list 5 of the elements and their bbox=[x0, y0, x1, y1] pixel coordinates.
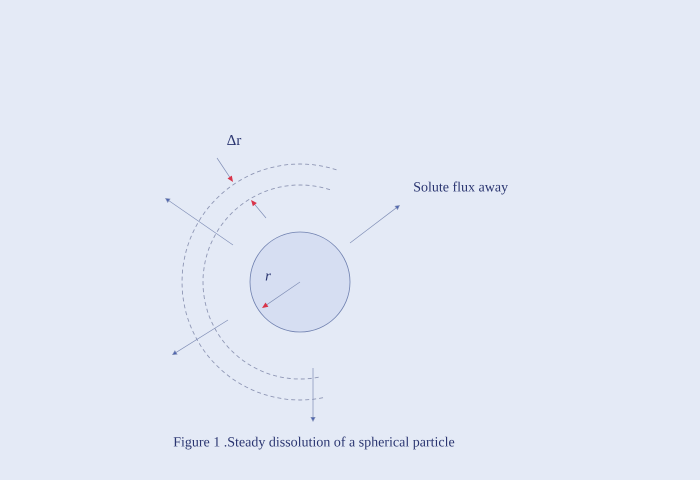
node-label: r bbox=[266, 273, 271, 281]
label: Δr bbox=[227, 135, 242, 145]
caption: Figure 1 .Steady dissolution of a spherical particle bbox=[174, 436, 454, 450]
particle-circle bbox=[250, 232, 350, 332]
label: Solute flux away bbox=[414, 182, 508, 194]
